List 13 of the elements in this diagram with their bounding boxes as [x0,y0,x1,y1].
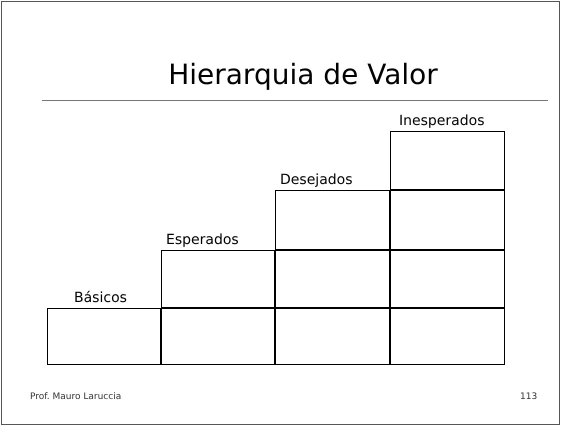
column-heading: Inesperados [399,113,484,129]
slide-title: Hierarquia de Valor [167,58,439,91]
step-box [390,250,505,308]
step-box [275,308,390,365]
column-heading: Esperados [166,232,239,248]
step-box [161,308,275,365]
column-heading: Básicos [74,290,127,306]
author-name: Prof. Mauro Laruccia [30,392,122,402]
step-box [390,308,505,365]
step-box [390,190,505,250]
column-heading: Desejados [280,172,353,188]
page-number: 113 [520,392,538,402]
step-box [275,250,390,308]
